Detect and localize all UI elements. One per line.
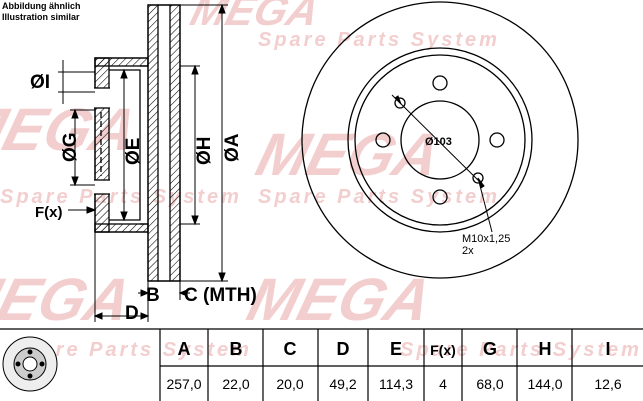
table-value-cell: 68,0: [476, 376, 503, 392]
outer-friction-ring: [147, 4, 159, 282]
bolt-hole: [489, 132, 505, 148]
watermark-tagline-1: Spare Parts System: [258, 29, 500, 51]
table-header-cell: D: [337, 339, 350, 359]
table-header-cell: A: [178, 339, 191, 359]
label-c: C (MTH): [184, 285, 257, 306]
table-value-cell: 22,0: [222, 376, 249, 392]
table-value-cell: 257,0: [166, 376, 201, 392]
center-bore-label: Ø103: [425, 136, 452, 148]
spec-table: [0, 328, 643, 401]
label-b: B: [146, 285, 160, 306]
front-view-annotations: Ø103 M10x1,25 2x: [391, 94, 510, 257]
table-header-cell: I: [605, 339, 610, 359]
table-value-cell: 114,3: [379, 376, 413, 392]
hat-inner-edge: [354, 54, 526, 226]
table-header-cell: E: [390, 339, 402, 359]
disc-thumbnail: [2, 336, 58, 392]
bolt-hole: [432, 75, 448, 91]
center-bore: [400, 100, 480, 180]
watermark-tagline-3: Spare Parts System: [258, 186, 500, 208]
note-illustration-en: Illustration similar: [2, 12, 80, 22]
table-header-cell: C: [284, 339, 297, 359]
watermark-tagline-5: Spare Parts System: [400, 339, 642, 361]
watermark-brand-5: MEGA: [241, 266, 439, 333]
label-e: ØE: [123, 138, 144, 165]
hat-outer-edge: [347, 47, 533, 233]
table-header-cell: F(x): [430, 342, 456, 358]
front-view: [301, 1, 579, 279]
table-value-cell: 4: [439, 376, 447, 392]
label-d: D: [125, 303, 139, 324]
dimension-lines: [58, 3, 228, 322]
table-value-cell: 144,0: [527, 376, 562, 392]
table-value-cell: 12,6: [594, 376, 621, 392]
label-f: F(x): [35, 204, 63, 221]
table-header-cell: G: [483, 339, 497, 359]
watermark-tagline-4: Spare Parts System: [10, 339, 252, 361]
spec-table-text: A B C D E F(x) G H I 257,0 22,0 20,0 49,2 114,3 4 68,0…: [166, 339, 621, 392]
label-h: ØH: [194, 137, 215, 166]
table-header-cell: H: [539, 339, 552, 359]
thread-hole: [394, 97, 406, 109]
table-value-row: 257,0 22,0 20,0 49,2 114,3 4 68,0 144,0 12,6: [166, 376, 621, 392]
table-value-cell: 49,2: [329, 376, 356, 392]
dimension-labels: ØI ØG ØE ØH ØA F(x) B C (MTH) D: [30, 72, 257, 324]
thread-count-label: 2x: [462, 245, 474, 257]
label-i: ØI: [30, 72, 50, 93]
section-view: [94, 4, 181, 282]
thread-hole: [472, 172, 484, 184]
watermark-brand-1: MEGA: [186, 0, 325, 35]
inner-friction-ring: [169, 4, 181, 282]
disc-outer-edge: [301, 1, 579, 279]
bolt-hole: [432, 189, 448, 205]
table-header-cell: B: [230, 339, 243, 359]
hat-face: [94, 57, 110, 233]
table-value-cell: 20,0: [276, 376, 303, 392]
note-illustration-de: Abbildung ähnlich: [2, 1, 81, 11]
bolt-hole: [375, 132, 391, 148]
watermark-brand-4: MEGA: [0, 266, 139, 333]
label-g: ØG: [60, 132, 81, 162]
label-a: ØA: [222, 133, 243, 162]
thread-label: M10x1,25: [462, 233, 510, 245]
watermark-brand-2: MEGA: [0, 96, 144, 163]
table-header-row: A B C D E F(x) G H I: [178, 339, 611, 359]
